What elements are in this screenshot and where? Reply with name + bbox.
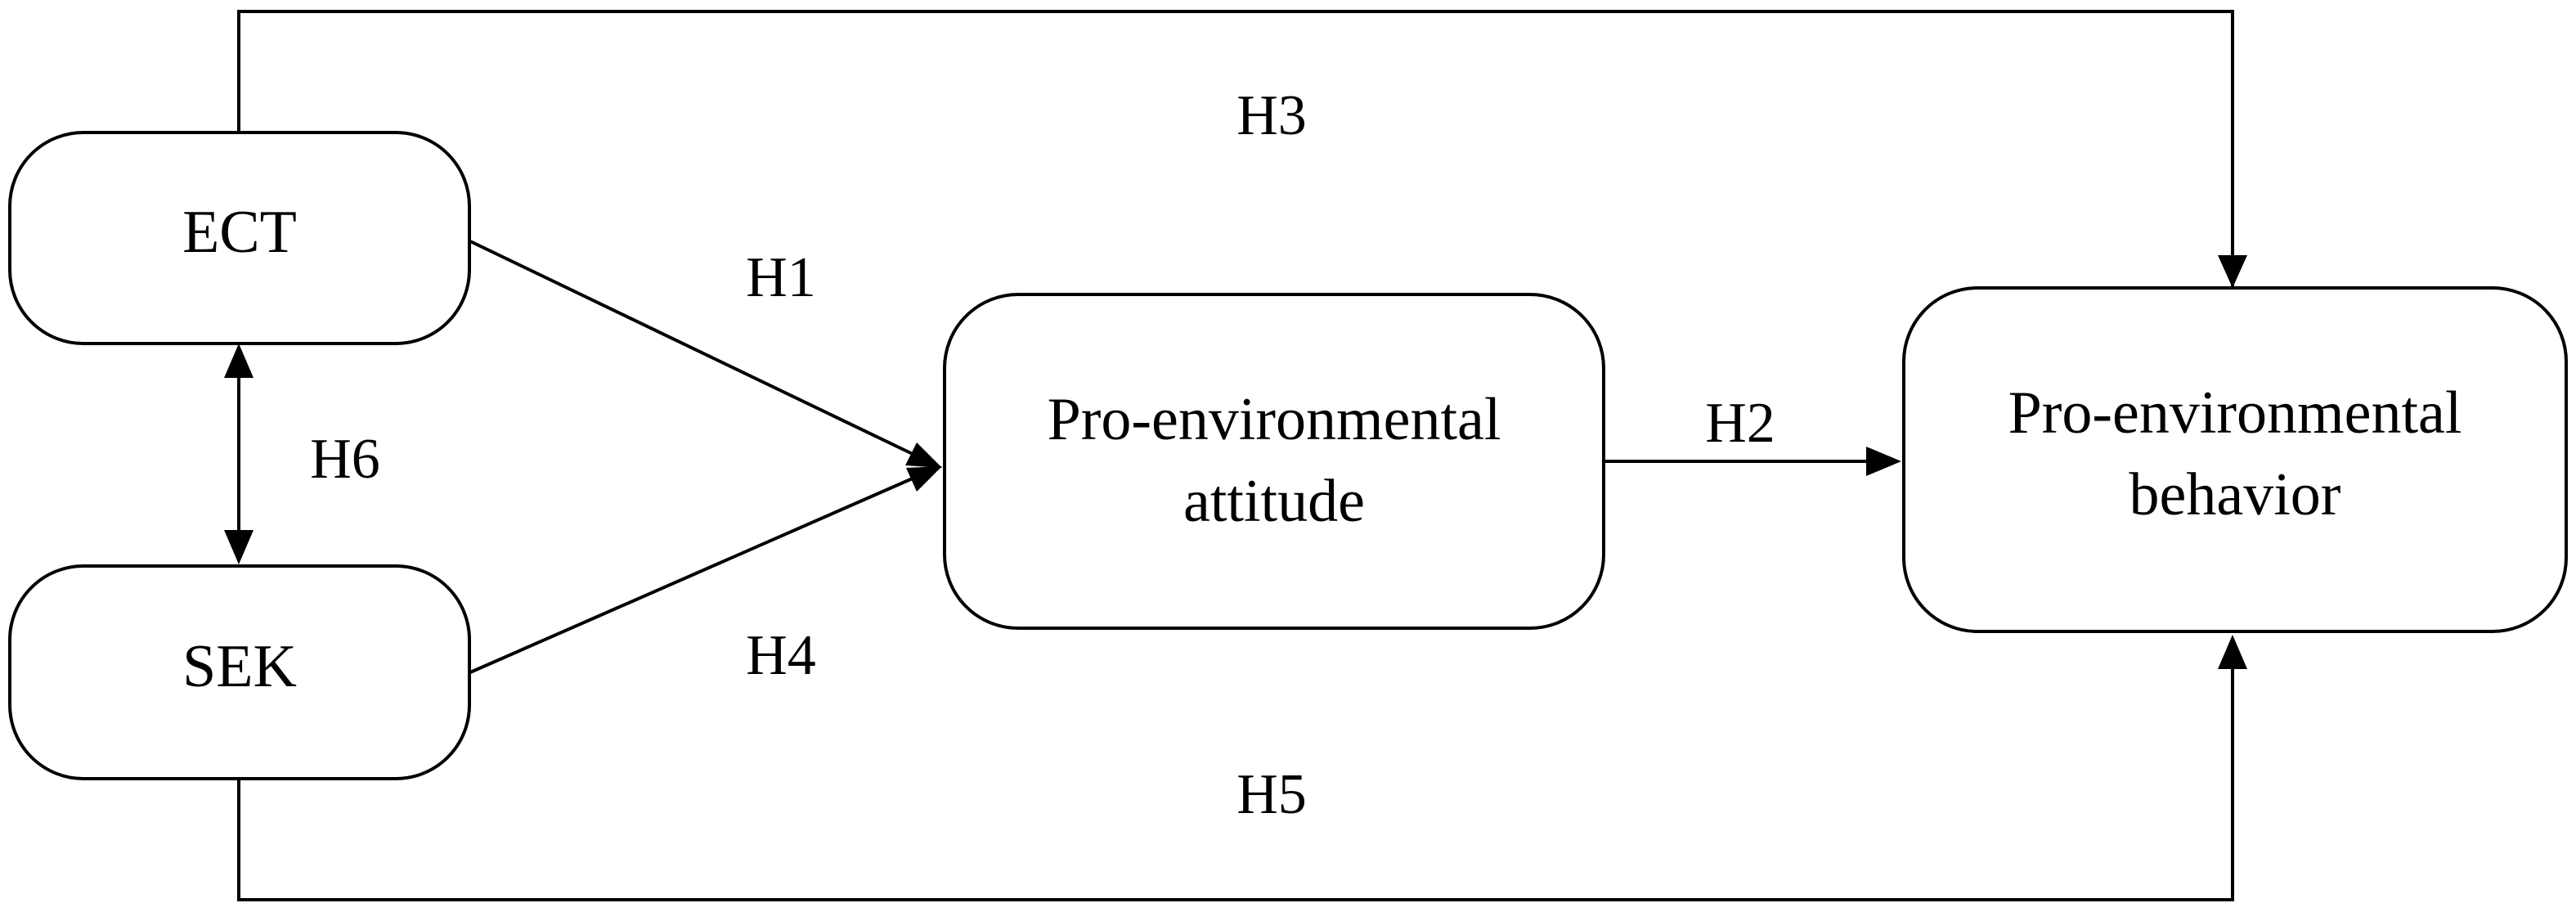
edge-h6-arrowhead-top	[224, 344, 254, 378]
edge-h3-label: H3	[1236, 84, 1307, 147]
edge-h2-arrowhead	[1866, 447, 1901, 476]
node-behavior-label-line1: Pro-environmental	[2008, 380, 2462, 447]
node-attitude: Pro-environmental attitude	[943, 293, 1605, 630]
node-behavior-box	[1902, 286, 2568, 633]
node-attitude-box	[943, 293, 1605, 630]
edge-h5-arrowhead	[2218, 635, 2247, 669]
edge-h6-arrowhead-bottom	[224, 530, 254, 564]
node-ect-label: ECT	[182, 199, 297, 266]
edge-h1-arrowhead	[905, 443, 942, 468]
edge-h1-line	[469, 240, 915, 456]
edge-h3	[237, 10, 2247, 288]
node-sek: SEK	[8, 564, 471, 780]
node-behavior-label-line2: behavior	[2129, 461, 2341, 528]
node-behavior: Pro-environmental behavior	[1902, 286, 2568, 633]
node-attitude-label-line2: attitude	[1183, 468, 1365, 535]
node-sek-box	[8, 564, 471, 780]
node-attitude-label-line1: Pro-environmental	[1048, 386, 1501, 453]
edge-h4-arrowhead	[906, 466, 942, 492]
node-sek-label: SEK	[182, 633, 297, 700]
edge-h4-line	[469, 476, 915, 674]
edge-h5-line	[237, 638, 2234, 901]
edge-h1	[469, 240, 942, 468]
edge-h3-line	[237, 10, 2234, 286]
node-ect-box	[8, 131, 471, 345]
edge-h3-arrowhead	[2218, 255, 2247, 288]
edge-h4	[469, 466, 942, 674]
edge-h5-label: H5	[1236, 763, 1307, 826]
edge-h6-label: H6	[310, 428, 380, 491]
edge-h4-label: H4	[746, 624, 816, 687]
node-ect: ECT	[8, 131, 471, 345]
edge-h2-label: H2	[1705, 392, 1775, 455]
edge-h5	[237, 635, 2247, 901]
edge-h2	[1604, 447, 1901, 476]
edge-h1-label: H1	[746, 246, 816, 309]
edge-h6	[224, 344, 254, 564]
